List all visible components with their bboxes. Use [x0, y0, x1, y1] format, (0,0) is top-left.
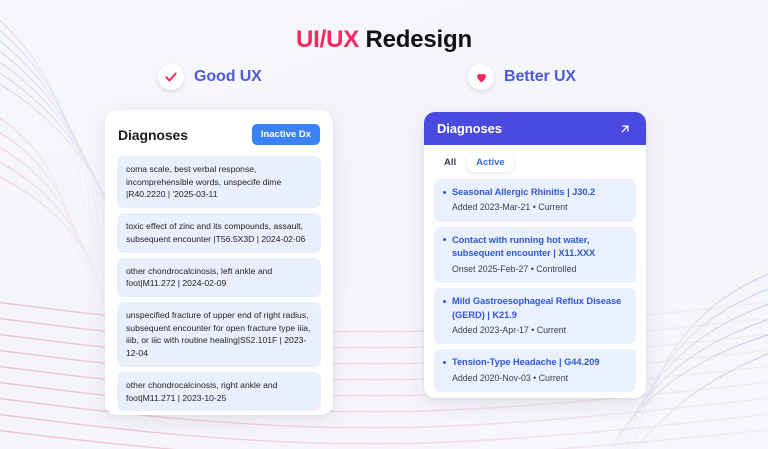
bullet-icon [443, 238, 446, 242]
list-item[interactable]: Mild Gastroesophageal Reflux Disease (GE… [434, 288, 636, 345]
page-title: UI/UX Redesign [0, 26, 768, 54]
legacy-diagnoses-card: Diagnoses Inactive Dx coma scale, best v… [105, 110, 333, 415]
redesigned-card-header: Diagnoses [424, 112, 646, 145]
badge-good-ux-label: Good UX [194, 68, 262, 85]
diagnosis-name: Tension-Type Headache | G44.209 [443, 356, 627, 369]
badge-row: Good UX Better UX [0, 64, 768, 92]
tab-all[interactable]: All [435, 153, 465, 172]
list-item[interactable]: Contact with running hot water, subseque… [434, 226, 636, 284]
diagnosis-name: Seasonal Allergic Rhinitis | J30.2 [443, 186, 627, 199]
badge-better-ux-label: Better UX [504, 68, 577, 85]
list-item[interactable]: Seasonal Allergic Rhinitis | J30.2 Added… [434, 179, 636, 222]
arrow-up-right-icon[interactable] [617, 121, 633, 137]
list-item[interactable]: other chondrocalcinosis, left ankle and … [117, 257, 321, 298]
bullet-icon [443, 190, 446, 194]
legacy-card-title: Diagnoses [118, 126, 188, 143]
redesigned-diagnoses-card: Diagnoses All Active Seasonal Allergic R… [424, 112, 646, 398]
diagnosis-name: Contact with running hot water, subseque… [443, 234, 627, 261]
badge-better-ux: Better UX [468, 64, 576, 90]
legacy-card-header: Diagnoses Inactive Dx [117, 124, 321, 145]
redesigned-card-title: Diagnoses [437, 121, 502, 136]
diagnosis-meta: Added 2023-Mar-21 • Current [452, 202, 568, 213]
list-item[interactable]: coma scale, best verbal response, incomp… [117, 156, 321, 209]
tab-active[interactable]: Active [467, 153, 514, 172]
page-title-accent: UI/UX [296, 26, 360, 53]
list-item[interactable]: other chondrocalcinosis, right ankle and… [117, 371, 321, 412]
heart-icon [468, 64, 494, 90]
page-title-rest: Redesign [359, 26, 473, 53]
dx-filter-tabs: All Active [424, 145, 646, 176]
diagnosis-meta: Added 2023-Apr-17 • Current [452, 324, 567, 335]
badge-good-ux: Good UX [158, 64, 262, 90]
list-item[interactable]: unspecified fracture of upper end of rig… [117, 302, 321, 367]
diagnoses-list: Seasonal Allergic Rhinitis | J30.2 Added… [424, 176, 646, 398]
diagnosis-meta: Onset 2025-Feb-27 • Controlled [452, 263, 577, 274]
bullet-icon [443, 299, 446, 303]
inactive-dx-button[interactable]: Inactive Dx [251, 124, 320, 145]
list-item[interactable]: toxic effect of zinc and its compounds, … [117, 213, 321, 253]
list-item[interactable]: Tension-Type Headache | G44.209 Added 20… [434, 349, 636, 393]
bullet-icon [443, 360, 446, 364]
diagnosis-meta: Added 2020-Nov-03 • Current [452, 372, 569, 383]
legacy-diagnoses-list: coma scale, best verbal response, incomp… [117, 156, 321, 412]
diagnosis-name: Mild Gastroesophageal Reflux Disease (GE… [443, 295, 627, 322]
check-icon [158, 64, 184, 90]
